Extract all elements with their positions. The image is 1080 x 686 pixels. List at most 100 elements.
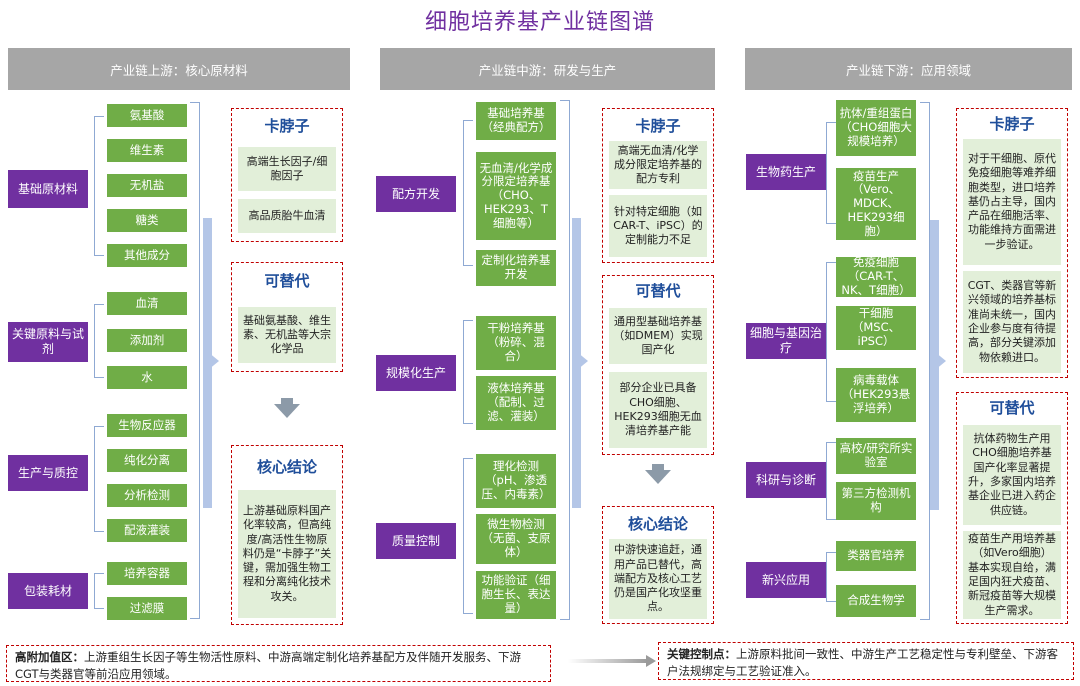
panel-item: CGT、类器官等新兴领域的培养基标准尚未统一，国内企业参与度有待提高，部分关键添… bbox=[963, 271, 1061, 373]
panel-title: 卡脖子 bbox=[989, 115, 1035, 133]
midstream-conclusion-panel: 核心结论 中游快速追赶，通用产品已替代，高端配方及核心工艺仍是国产化攻坚重点。 bbox=[602, 506, 714, 624]
bracket bbox=[826, 122, 836, 224]
item-basal-medium: 基础培养基（经典配方） bbox=[476, 102, 556, 140]
downstream-bottleneck-panel: 卡脖子 对于干细胞、原代免疫细胞等难养细胞类型，进口培养基仍占主导，国内产品在细… bbox=[956, 108, 1068, 378]
bracket bbox=[463, 458, 473, 614]
bracket bbox=[826, 262, 836, 402]
item-stem-cell: 干细胞（MSC、iPSC） bbox=[836, 306, 916, 350]
item-sugar: 糖类 bbox=[107, 209, 187, 232]
item-vitamin: 维生素 bbox=[107, 139, 187, 162]
midstream-substitute-panel: 可替代 通用型基础培养基（如DMEM）实现国产化 部分企业已具备CHO细胞、HE… bbox=[602, 275, 714, 455]
panel-title: 可替代 bbox=[989, 399, 1035, 417]
panel-item: 基础氨基酸、维生素、无机盐等大宗化学品 bbox=[238, 307, 336, 363]
item-custom-medium: 定制化培养基开发 bbox=[476, 250, 556, 286]
item-water: 水 bbox=[107, 366, 187, 389]
bracket bbox=[190, 102, 200, 619]
down-arrow-icon bbox=[645, 470, 671, 484]
bracket bbox=[463, 120, 473, 266]
bracket bbox=[94, 304, 104, 378]
flow-arrow-icon bbox=[935, 352, 946, 370]
item-analysis: 分析检测 bbox=[107, 484, 187, 507]
high-value-zone-text: 上游重组生长因子等生物活性原料、中游高端定制化培养基配方及伴随开发服务、下游CG… bbox=[15, 650, 521, 681]
midstream-header: 产业链中游：研发与生产 bbox=[380, 48, 715, 90]
item-filling: 配液灌装 bbox=[107, 519, 187, 542]
bracket bbox=[920, 102, 930, 620]
flow-arrow-icon bbox=[208, 352, 219, 370]
key-control-point-note: 关键控制点：上游原料批间一致性、中游生产工艺稳定性与专利壁垒、下游客户法规绑定与… bbox=[658, 642, 1074, 680]
downstream-category-research-diagnostics: 科研与诊断 bbox=[746, 462, 826, 498]
item-other-components: 其他成分 bbox=[107, 244, 187, 267]
midstream-category-quality-control: 质量控制 bbox=[376, 523, 456, 559]
flow-arrow-icon bbox=[577, 352, 588, 370]
panel-item: 针对特定细胞（如CAR-T、iPSC）的定制能力不足 bbox=[609, 195, 707, 257]
flow-bar bbox=[930, 220, 939, 510]
item-third-party-lab: 第三方检测机构 bbox=[836, 482, 916, 520]
panel-title: 核心结论 bbox=[627, 515, 688, 533]
downstream-header: 产业链下游：应用领域 bbox=[745, 48, 1072, 90]
item-bioreactor: 生物反应器 bbox=[107, 414, 187, 437]
item-vaccine: 疫苗生产（Vero、MDCK、HEK293细胞） bbox=[836, 168, 916, 240]
downstream-category-cell-gene-therapy: 细胞与基因治疗 bbox=[746, 323, 826, 359]
item-functional-test: 功能验证（细胞生长、表达量） bbox=[476, 571, 556, 619]
upstream-category-key-reagents: 关键原料与试剂 bbox=[8, 322, 88, 362]
down-arrow-icon bbox=[274, 404, 300, 418]
bracket bbox=[560, 100, 570, 620]
item-synthetic-biology: 合成生物学 bbox=[836, 585, 916, 617]
bracket bbox=[826, 442, 836, 520]
bracket bbox=[826, 552, 836, 602]
footer-arrow-line bbox=[568, 659, 648, 663]
item-viral-vector: 病毒载体（HEK293悬浮培养） bbox=[836, 368, 916, 422]
page-title: 细胞培养基产业链图谱 bbox=[424, 10, 655, 35]
panel-item: 通用型基础培养基（如DMEM）实现国产化 bbox=[609, 308, 707, 364]
item-organoid: 类器官培养 bbox=[836, 541, 916, 571]
item-additive: 添加剂 bbox=[107, 329, 187, 352]
panel-title: 可替代 bbox=[635, 282, 681, 300]
item-immune-cell: 免疫细胞（CAR-T、NK、T细胞） bbox=[836, 255, 916, 297]
item-filter: 过滤膜 bbox=[107, 597, 187, 620]
high-value-zone-note: 高附加值区：上游重组生长因子等生物活性原料、中游高端定制化培养基配方及伴随开发服… bbox=[6, 645, 551, 682]
midstream-category-scale-up: 规模化生产 bbox=[376, 355, 456, 391]
bracket bbox=[463, 320, 473, 424]
downstream-substitute-panel: 可替代 抗体药物生产用CHO细胞培养基国产化率显著提升，多家国内培养基企业已进入… bbox=[956, 392, 1068, 624]
footer-arrow-icon bbox=[646, 655, 656, 667]
flow-bar bbox=[572, 218, 581, 508]
item-serum: 血清 bbox=[107, 292, 187, 315]
key-control-point-text: 上游原料批间一致性、中游生产工艺稳定性与专利壁垒、下游客户法规绑定与工艺验证准入… bbox=[667, 647, 1058, 678]
downstream-category-biopharma: 生物药生产 bbox=[746, 154, 826, 190]
down-arrow-stem bbox=[281, 398, 293, 404]
item-university-lab: 高校/研究所实验室 bbox=[836, 438, 916, 474]
upstream-category-production-qc: 生产与质控 bbox=[8, 455, 88, 491]
item-physicochemical-test: 理化检测（pH、渗透压、内毒素） bbox=[476, 454, 556, 508]
panel-title: 核心结论 bbox=[256, 458, 317, 476]
bracket bbox=[94, 116, 104, 256]
midstream-category-formulation: 配方开发 bbox=[376, 176, 456, 212]
item-antibody: 抗体/重组蛋白（CHO细胞大规模培养） bbox=[836, 100, 916, 156]
item-inorganic-salt: 无机盐 bbox=[107, 174, 187, 197]
panel-item: 抗体药物生产用CHO细胞培养基国产化率显著提升，多家国内培养基企业已进入药企供应… bbox=[963, 425, 1061, 525]
item-powder-medium: 干粉培养基（粉碎、混合） bbox=[476, 316, 556, 370]
panel-title: 卡脖子 bbox=[264, 117, 310, 135]
item-serum-free-medium: 无血清/化学成分限定培养基（CHO、HEK293、T细胞等） bbox=[476, 152, 556, 240]
panel-item: 高品质胎牛血清 bbox=[238, 199, 336, 233]
flow-bar bbox=[203, 218, 212, 508]
upstream-category-basic-materials: 基础原材料 bbox=[8, 170, 88, 208]
panel-item: 对于干细胞、原代免疫细胞等难养细胞类型，进口培养基仍占主导，国内产品在细胞活率、… bbox=[963, 139, 1061, 265]
panel-item: 部分企业已具备CHO细胞、HEK293细胞无血清培养基产能 bbox=[609, 372, 707, 448]
panel-item: 疫苗生产用培养基（如Vero细胞）基本实现自给，满足国内狂犬疫苗、新冠疫苗等大规… bbox=[963, 531, 1061, 619]
upstream-category-packaging: 包装耗材 bbox=[8, 573, 88, 609]
panel-item: 上游基础原料国产化率较高，但高纯度/高活性生物原料仍是“卡脖子”关键，需加强生物… bbox=[238, 490, 336, 618]
key-control-point-label: 关键控制点： bbox=[667, 647, 736, 661]
upstream-substitute-panel: 可替代 基础氨基酸、维生素、无机盐等大宗化学品 bbox=[231, 262, 343, 372]
panel-item: 高端生长因子/细胞因子 bbox=[238, 147, 336, 191]
upstream-bottleneck-panel: 卡脖子 高端生长因子/细胞因子 高品质胎牛血清 bbox=[231, 108, 343, 242]
item-culture-vessel: 培养容器 bbox=[107, 562, 187, 585]
midstream-bottleneck-panel: 卡脖子 高端无血清/化学成分限定培养基的配方专利 针对特定细胞（如CAR-T、i… bbox=[602, 108, 714, 263]
panel-title: 可替代 bbox=[264, 272, 310, 290]
item-liquid-medium: 液体培养基（配制、过滤、灌装） bbox=[476, 376, 556, 430]
panel-item: 中游快速追赶，通用产品已替代，高端配方及核心工艺仍是国产化攻坚重点。 bbox=[609, 539, 707, 619]
bracket bbox=[94, 573, 104, 609]
down-arrow-stem bbox=[652, 464, 664, 470]
item-amino-acid: 氨基酸 bbox=[107, 104, 187, 127]
bracket bbox=[94, 426, 104, 532]
panel-item: 高端无血清/化学成分限定培养基的配方专利 bbox=[609, 141, 707, 189]
